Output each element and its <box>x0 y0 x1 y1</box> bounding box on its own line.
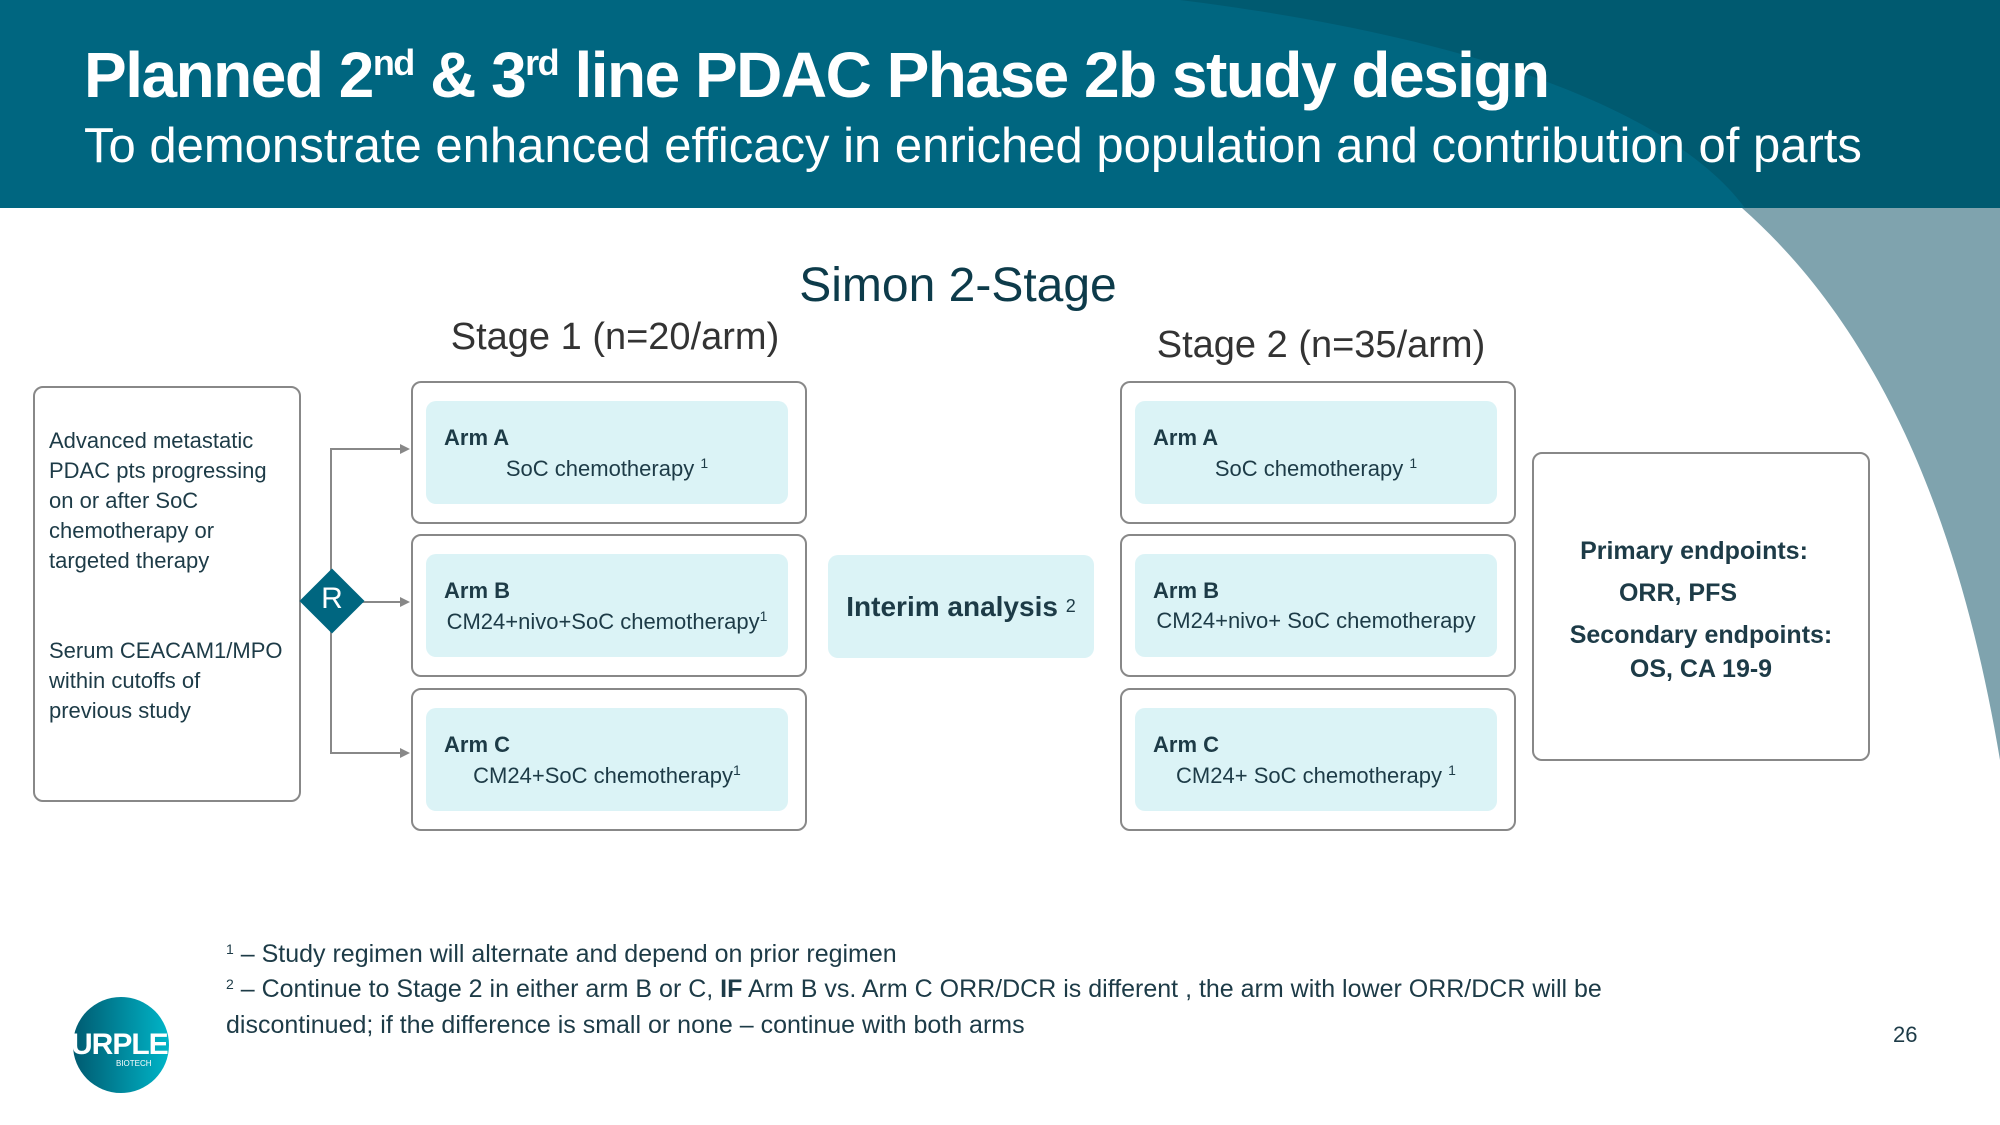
secondary-endpoints: OS, CA 19-9 <box>1629 655 1773 683</box>
endpoints-box: Primary endpoints: ORR, PFS Secondary en… <box>1532 452 1870 761</box>
logo-text: PURPLE <box>52 1028 169 1061</box>
population-criteria-2: Serum CEACAM1/MPO within cutoffs of prev… <box>49 638 283 723</box>
arrow-arm-a <box>330 448 402 450</box>
stage1-label: Stage 1 (n=20/arm) <box>450 316 780 358</box>
secondary-endpoints-label: Secondary endpoints: <box>1569 621 1833 649</box>
randomization-label: R <box>321 582 343 615</box>
arrow-arm-b <box>345 601 402 603</box>
interim-analysis: Interim analysis 2 <box>828 555 1094 658</box>
page-number: 26 <box>1893 1022 1918 1047</box>
footnote-1: 1 – Study regimen will alternate and dep… <box>226 940 897 968</box>
arrow-arm-c <box>330 752 402 754</box>
primary-endpoints-label: Primary endpoints: <box>1580 537 1808 565</box>
company-logo <box>73 997 169 1093</box>
footnote-2-cont: discontinued; if the difference is small… <box>226 1011 1025 1039</box>
population-criteria-1: Advanced metastatic PDAC pts progressing… <box>49 428 267 573</box>
design-title: Simon 2-Stage <box>799 259 1117 312</box>
slide-subtitle: To demonstrate enhanced efficacy in enri… <box>84 119 1862 173</box>
primary-endpoints: ORR, PFS <box>1618 579 1738 607</box>
footnote-2: 2 – Continue to Stage 2 in either arm B … <box>226 975 1602 1003</box>
stage2-label: Stage 2 (n=35/arm) <box>1156 324 1486 366</box>
logo-subtext: BIOTECH <box>116 1059 152 1068</box>
arrowheads <box>400 444 410 758</box>
population-box: Advanced metastatic PDAC pts progressing… <box>33 386 301 802</box>
slide-title: Planned 2nd & 3rd line PDAC Phase 2b stu… <box>84 39 1550 111</box>
